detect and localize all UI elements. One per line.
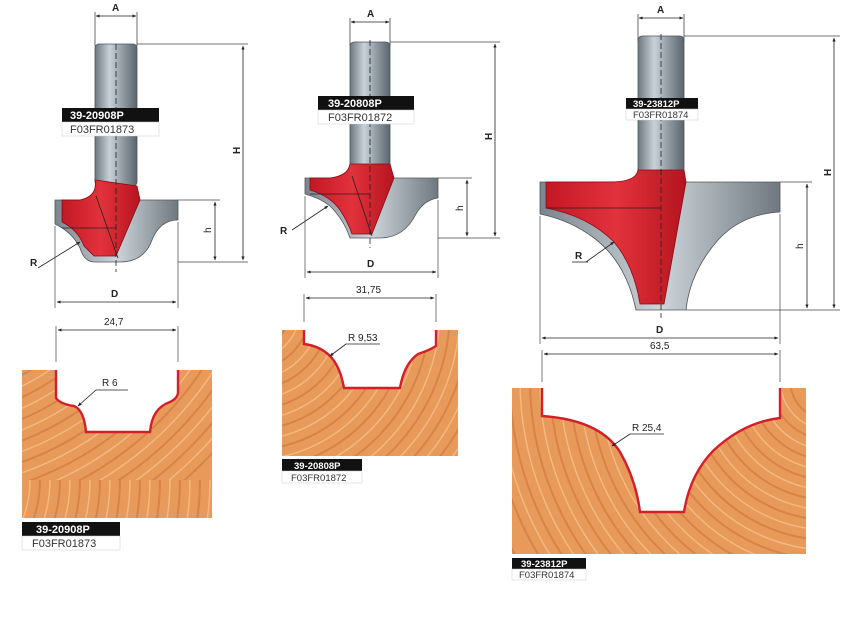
profile-2-radius: R 9,53 (348, 333, 378, 344)
tool-1: A H h R D 39-20908P F03FR01873 (30, 3, 248, 308)
tool-3-ref: F03FR01874 (633, 110, 688, 121)
profile-2-width: 31,75 (356, 285, 381, 296)
profile-1-code-box (22, 522, 120, 536)
tool-2-d-label: D (367, 259, 374, 270)
tool-1-ref: F03FR01873 (70, 124, 134, 136)
tool-3-code: 39-23812P (633, 99, 680, 110)
profile-1-cut-line (54, 370, 180, 434)
tool-3: A H h R D 39-23812P F03FR01874 (539, 5, 840, 344)
profile-3: 63,5 R 25,4 39-23812P F03FR01874 (511, 341, 806, 581)
tool-1-h-total-label: H (232, 147, 243, 154)
profile-3-wood (512, 388, 806, 554)
profile-1-radius: R 6 (102, 378, 118, 389)
tool-2-r-label: R (280, 226, 288, 237)
tool-3-a-label: A (657, 5, 664, 16)
profile-1: 24,7 R 6 39-20908P F03FR01873 (21, 317, 212, 551)
profile-3-radius: R 25,4 (632, 423, 662, 434)
profile-3-ref: F03FR01874 (519, 570, 574, 581)
tool-2-h-total-label: H (484, 133, 495, 140)
profile-1-ref: F03FR01873 (32, 538, 96, 550)
tool-3-r-label: R (575, 251, 583, 262)
profile-3-code: 39-23812P (521, 559, 568, 570)
profile-2-code-box (282, 459, 362, 471)
tool-3-h-label: h (795, 243, 806, 249)
profile-1-wood (22, 370, 212, 518)
tool-1-r-label: R (30, 258, 38, 269)
profile-2-ref: F03FR01872 (291, 473, 346, 484)
tool-2-code-box (318, 96, 414, 110)
tool-1-h-label: h (203, 227, 214, 233)
tool-3-h-total-label: H (823, 169, 834, 176)
tool-1-cutter (61, 179, 141, 257)
tool-2-code: 39-20808P (328, 98, 382, 110)
profile-2-cut-line (302, 330, 438, 390)
profile-3-width: 63,5 (650, 341, 670, 352)
tool-1-a-label: A (112, 3, 119, 14)
profile-2-wood (282, 330, 458, 456)
tool-3-cutter (545, 169, 687, 305)
tool-3-d-label: D (656, 325, 663, 336)
tool-1-code: 39-20908P (70, 110, 124, 122)
tool-1-d-label: D (111, 289, 118, 300)
tool-2: A H h R D 39-20808P F03FR01872 (280, 9, 500, 278)
tool-2-cutter (309, 163, 395, 235)
tool-2-h-label: h (455, 205, 466, 211)
tool-3-code-box (626, 98, 698, 109)
profile-2: 31,75 R 9,53 39-20808P F03FR01872 (281, 285, 458, 484)
profile-3-code-box (512, 558, 586, 569)
profile-1-code: 39-20908P (36, 524, 90, 536)
tool-2-ref: F03FR01872 (328, 112, 392, 124)
profile-1-width: 24,7 (104, 317, 124, 328)
profile-3-cut-line (540, 388, 782, 514)
tool-1-code-box (62, 108, 159, 122)
profile-2-code: 39-20808P (294, 461, 341, 472)
tool-2-a-label: A (367, 9, 374, 20)
